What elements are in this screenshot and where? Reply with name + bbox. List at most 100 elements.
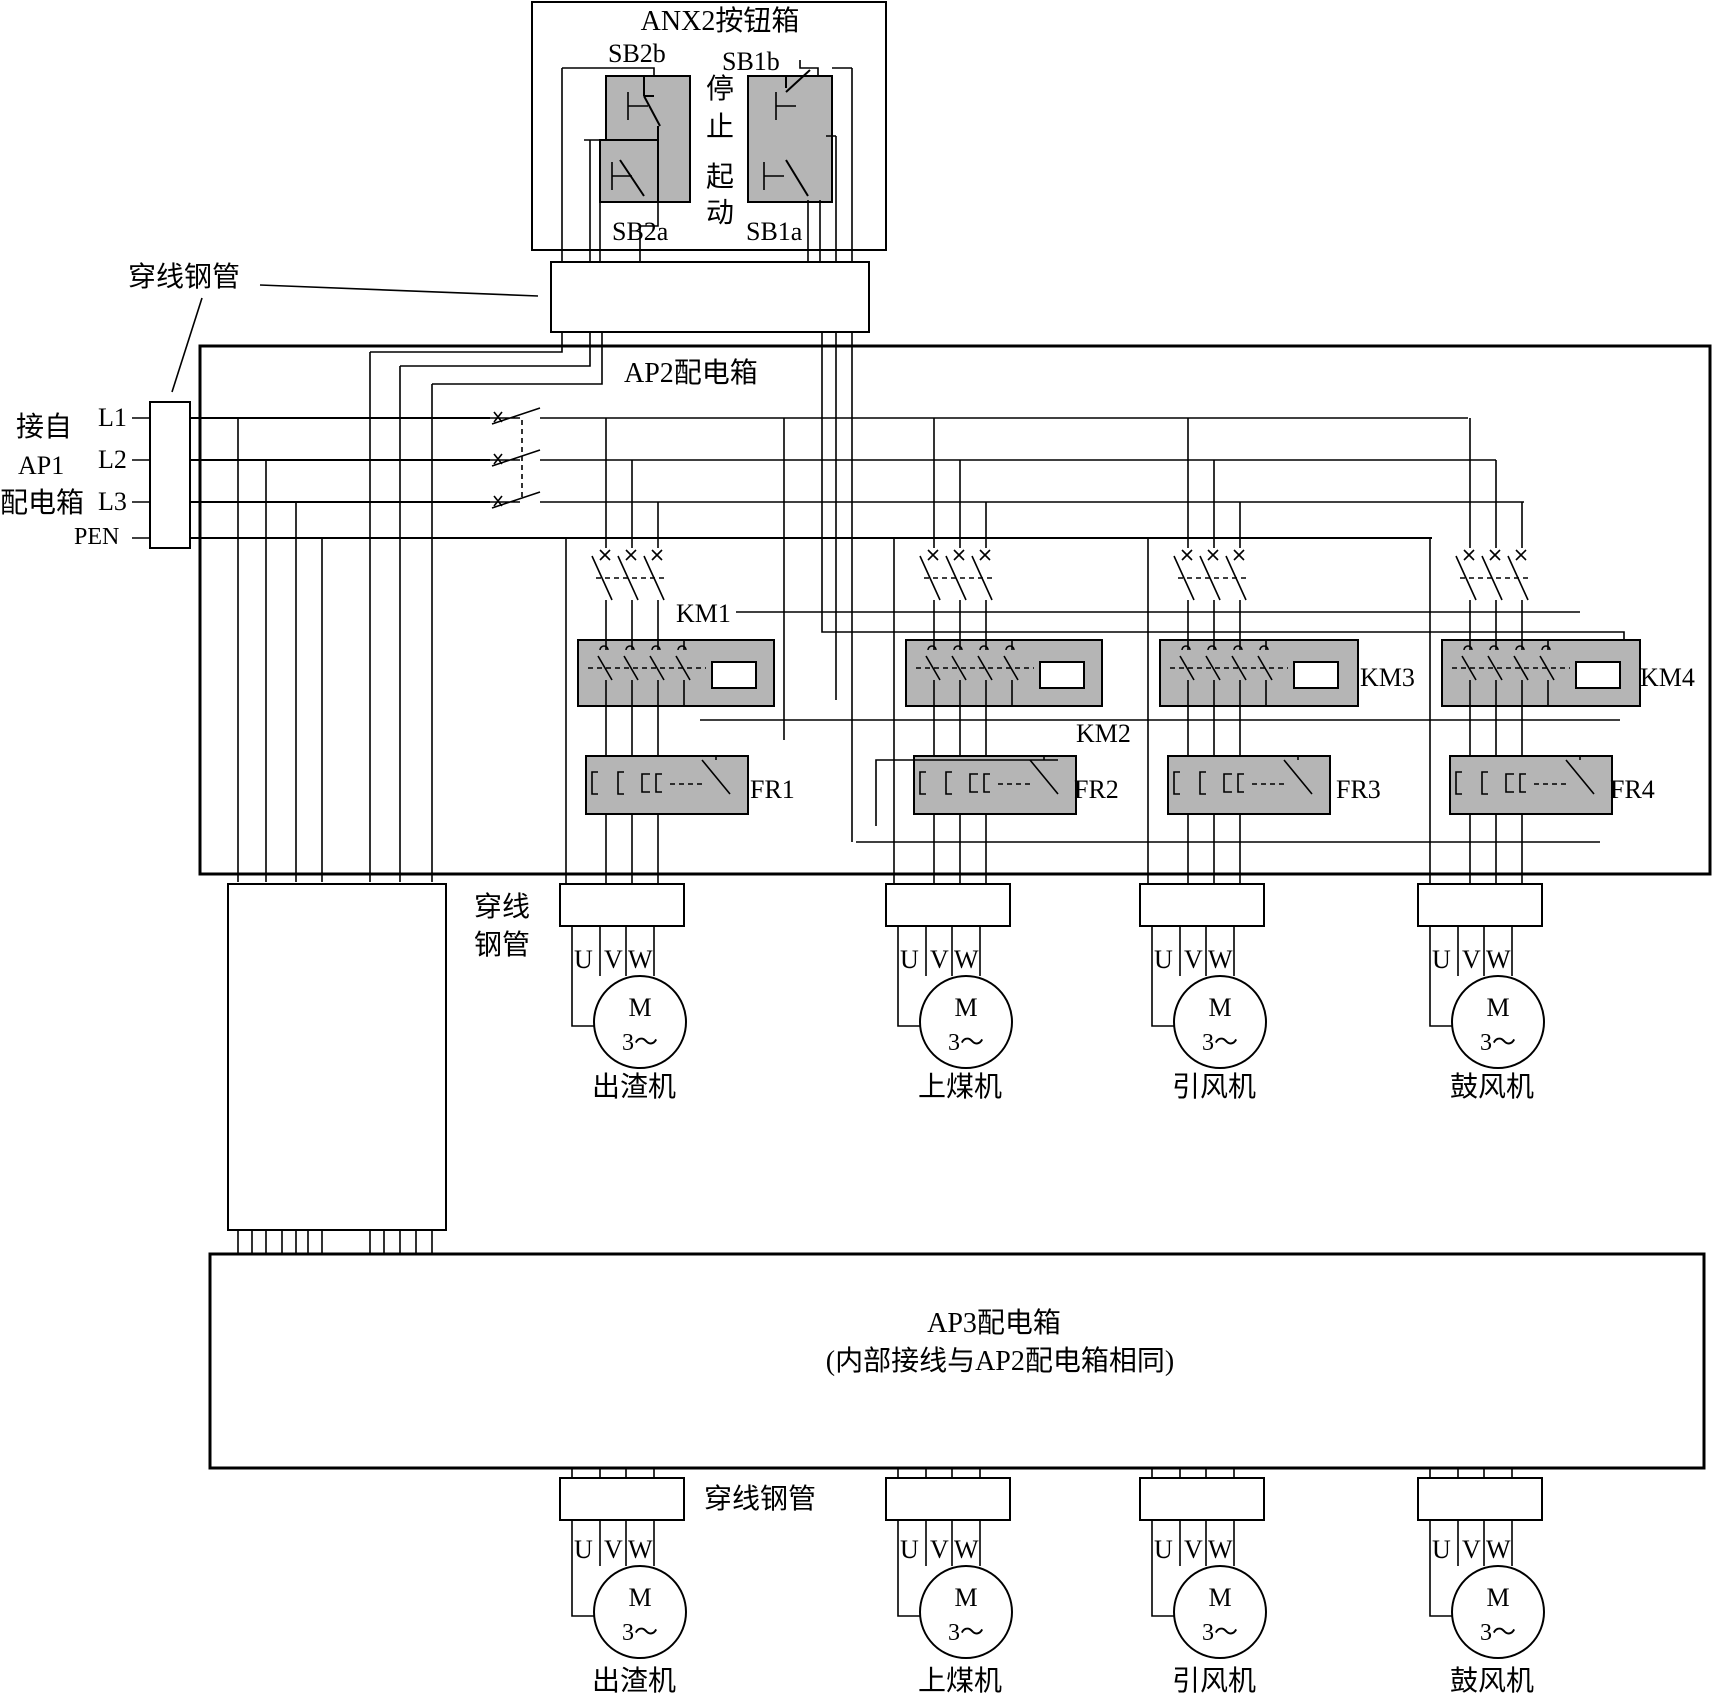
relay-fr4 bbox=[1449, 755, 1613, 815]
source-label-2: AP1 bbox=[18, 451, 64, 480]
ap2-conduit-1 bbox=[559, 883, 685, 927]
source-terminal: 接自 AP1 配电箱 L1 L2 L3 PEN bbox=[0, 401, 191, 550]
circuit-4 bbox=[1429, 418, 1641, 888]
terminal-v: V bbox=[1462, 1535, 1481, 1564]
motor-symbol bbox=[919, 1565, 1013, 1659]
ap2-circuits bbox=[565, 418, 1641, 888]
motor-symbol bbox=[593, 1565, 687, 1659]
motor-m-label: M bbox=[628, 993, 651, 1022]
conduit-middle bbox=[227, 883, 447, 1231]
ap2-box bbox=[198, 344, 1712, 876]
ap2-title: AP2配电箱 bbox=[624, 357, 758, 389]
terminal-v: V bbox=[604, 1535, 623, 1564]
ap3-title: AP3配电箱 bbox=[927, 1307, 1061, 1339]
start-label-1: 起 bbox=[706, 162, 734, 193]
circuit-1 bbox=[565, 418, 775, 888]
conduit-top bbox=[550, 261, 870, 333]
circuit-2 bbox=[893, 418, 1103, 888]
load-label: 出渣机 bbox=[592, 1071, 676, 1103]
terminal-u: U bbox=[1432, 1535, 1451, 1564]
terminal-v: V bbox=[930, 945, 949, 974]
fr1-label: FR1 bbox=[750, 775, 795, 804]
terminal-w: W bbox=[1486, 945, 1511, 974]
ap3-box bbox=[208, 1252, 1706, 1470]
motor-phase-label: 3～ bbox=[1480, 1030, 1516, 1056]
motor-m-label: M bbox=[954, 993, 977, 1022]
ap3-conduit-1 bbox=[559, 1477, 685, 1521]
motor-symbol bbox=[919, 975, 1013, 1069]
ap3-conduit-4 bbox=[1417, 1477, 1543, 1521]
terminal-u: U bbox=[1432, 945, 1451, 974]
motor-m-label: M bbox=[954, 1583, 977, 1612]
terminal-u: U bbox=[1154, 945, 1173, 974]
motor-phase-label: 3～ bbox=[948, 1030, 984, 1056]
conduit-label-b: 钢管 bbox=[474, 929, 530, 961]
fr3-label: FR3 bbox=[1336, 775, 1381, 804]
motor-m-label: M bbox=[628, 1583, 651, 1612]
motor-m-label: M bbox=[1486, 1583, 1509, 1612]
sb1a-label: SB1a bbox=[746, 217, 803, 246]
conduit-label-bottom: 穿线钢管 bbox=[704, 1483, 816, 1515]
control-wiring bbox=[700, 332, 1625, 843]
button-box: ANX2按钮箱 SB2b SB1b 停 止 起 动 SB2a bbox=[531, 1, 887, 262]
load-label: 引风机 bbox=[1172, 1071, 1256, 1103]
relay-fr1 bbox=[585, 755, 749, 815]
source-label-3: 配电箱 bbox=[0, 487, 84, 519]
motor-symbol bbox=[1451, 975, 1545, 1069]
motor-m-label: M bbox=[1208, 1583, 1231, 1612]
terminal-u: U bbox=[574, 1535, 593, 1564]
motor-symbol bbox=[593, 975, 687, 1069]
load-label: 上煤机 bbox=[918, 1665, 1002, 1696]
start-button-sb1[interactable] bbox=[747, 69, 833, 203]
terminal-w: W bbox=[628, 1535, 653, 1564]
motor-phase-label: 3～ bbox=[948, 1620, 984, 1646]
terminal-u: U bbox=[900, 1535, 919, 1564]
load-label: 引风机 bbox=[1172, 1665, 1256, 1696]
circuit-3 bbox=[1147, 418, 1359, 888]
terminal-v: V bbox=[930, 1535, 949, 1564]
stop-button-sb2[interactable] bbox=[599, 75, 691, 203]
conduit-label-a: 穿线 bbox=[474, 891, 530, 923]
terminal-v: V bbox=[1184, 1535, 1203, 1564]
load-label: 出渣机 bbox=[592, 1665, 676, 1696]
source-label-1: 接自 bbox=[16, 411, 72, 443]
load-label: 鼓风机 bbox=[1450, 1665, 1534, 1696]
terminal-v: V bbox=[1184, 945, 1203, 974]
terminal-w: W bbox=[1208, 1535, 1233, 1564]
ap2-conduit-4 bbox=[1417, 883, 1543, 927]
relay-fr3 bbox=[1167, 755, 1331, 815]
bus-lines bbox=[190, 332, 1524, 882]
load-label: 上煤机 bbox=[918, 1071, 1002, 1103]
motor-phase-label: 3～ bbox=[1202, 1030, 1238, 1056]
ap2-conduit-3 bbox=[1139, 883, 1265, 927]
ap3-conduit-3 bbox=[1139, 1477, 1265, 1521]
sb1b-label: SB1b bbox=[722, 47, 780, 76]
terminal-v: V bbox=[604, 945, 623, 974]
start-label-2: 动 bbox=[706, 198, 734, 229]
km4-label: KM4 bbox=[1640, 663, 1695, 692]
pen-label: PEN bbox=[74, 524, 119, 550]
terminal-w: W bbox=[1486, 1535, 1511, 1564]
motor-phase-label: 3～ bbox=[1202, 1620, 1238, 1646]
conduit-label-top: 穿线钢管 bbox=[128, 261, 240, 293]
fr2-label: FR2 bbox=[1074, 775, 1119, 804]
km3-label: KM3 bbox=[1360, 663, 1415, 692]
button-box-title: ANX2按钮箱 bbox=[641, 5, 800, 37]
motor-m-label: M bbox=[1486, 993, 1509, 1022]
terminal-w: W bbox=[1208, 945, 1233, 974]
motor-symbol bbox=[1173, 975, 1267, 1069]
motor-m-label: M bbox=[1208, 993, 1231, 1022]
stop-label-1: 停 bbox=[706, 73, 734, 105]
l3-label: L3 bbox=[98, 487, 127, 516]
